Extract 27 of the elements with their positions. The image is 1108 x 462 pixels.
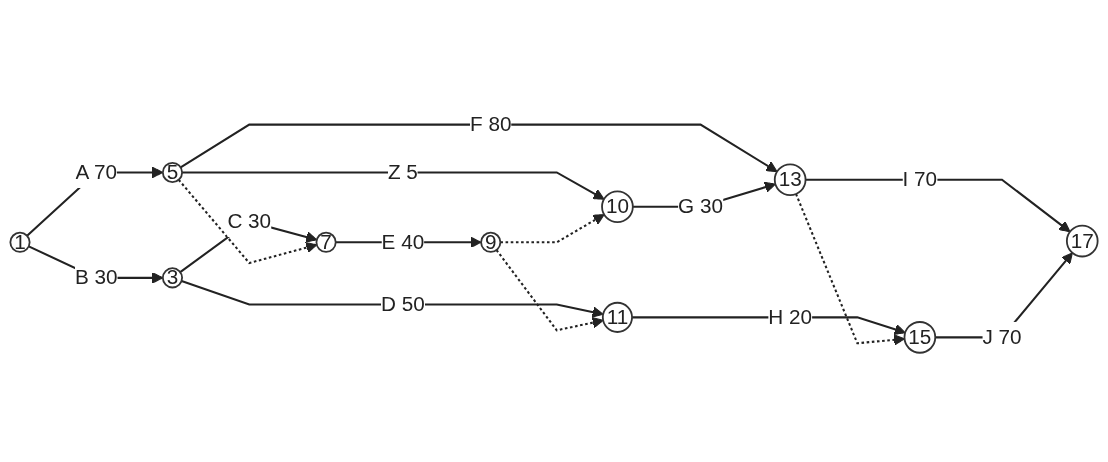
- edge-label: H 20: [768, 305, 813, 328]
- edge-label: C 30: [227, 209, 272, 232]
- edge-label: B 30: [74, 266, 118, 289]
- edge-label: J 70: [982, 325, 1022, 348]
- node-circle: 11: [601, 301, 633, 333]
- edge-label: A 70: [75, 160, 117, 183]
- node-circle: 7: [315, 231, 337, 253]
- node-circle: 5: [161, 161, 183, 183]
- arrow: [795, 193, 906, 346]
- node-circle: 10: [601, 190, 634, 224]
- edge-label: Z 5: [387, 160, 418, 183]
- node-circle: 1: [9, 231, 31, 253]
- node-circle: 15: [903, 321, 937, 354]
- arrow: [177, 179, 318, 265]
- edge-label: F 80: [470, 112, 512, 135]
- node-circle: 17: [1065, 224, 1099, 258]
- edge-label: D 50: [381, 292, 425, 315]
- edge-label: E 40: [381, 230, 425, 253]
- node-circle: 9: [480, 231, 502, 253]
- edge-label: I 70: [902, 168, 938, 191]
- node-circle: 3: [161, 267, 183, 289]
- arrow: [182, 171, 605, 200]
- arrow: [495, 249, 604, 332]
- node-circle: 13: [773, 163, 807, 196]
- arrow: [181, 280, 604, 318]
- edge-label: G 30: [678, 195, 723, 218]
- arrow: [180, 123, 778, 173]
